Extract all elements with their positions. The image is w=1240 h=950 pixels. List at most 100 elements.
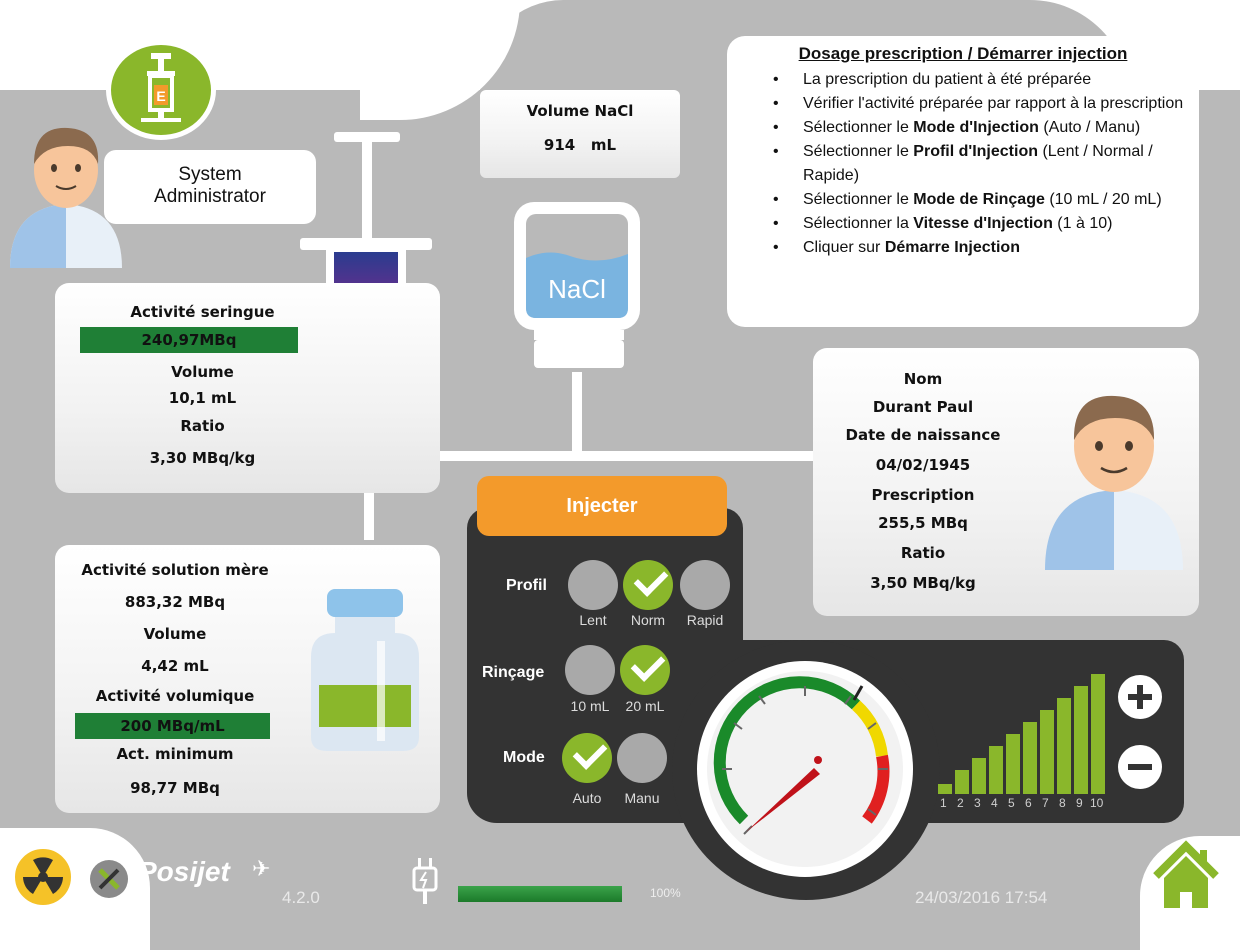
speed-bar[interactable] [972, 758, 986, 794]
speed-level-label: 10 [1090, 796, 1104, 810]
profile-label: Profil [506, 577, 547, 594]
speed-bars [938, 672, 1108, 794]
instructions-title: Dosage prescription / Démarrer injection [798, 44, 1128, 63]
instruction-text: (Auto / Manu) [1038, 119, 1141, 136]
instruction-item: Sélectionner le Mode de Rinçage (10 mL /… [769, 188, 1199, 212]
speed-level-label: 8 [1059, 796, 1066, 810]
speed-decrease-button[interactable] [1118, 745, 1162, 789]
speed-bar[interactable] [989, 746, 1003, 794]
mode-option-manu[interactable] [617, 733, 667, 783]
speed-increase-button[interactable] [1118, 675, 1162, 719]
syringe-activity-label: Activité seringue [130, 303, 275, 321]
speed-bar[interactable] [1057, 698, 1071, 794]
speed-level-label: 5 [1008, 796, 1015, 810]
rinse-option-20ml[interactable] [620, 645, 670, 695]
speed-gauge [692, 656, 918, 882]
settings-button[interactable] [90, 860, 128, 898]
profile-option-rapid-label: Rapid [686, 612, 724, 628]
instruction-text: (Lent / Normal / Rapide) [803, 143, 1153, 184]
mode-option-manu-label: Manu [624, 790, 660, 806]
instruction-text: Sélectionner la [803, 215, 914, 232]
speed-bar[interactable] [1074, 686, 1088, 794]
syringe-info-card: Activité seringue 240,97MBq Volume 10,1 … [55, 283, 440, 493]
profile-option-norm-label: Norm [630, 612, 666, 628]
patient-ratio-value: 3,50 MBq/kg [870, 574, 976, 592]
instruction-text: Sélectionner le [803, 191, 914, 208]
tools-icon [98, 868, 120, 890]
radiation-button[interactable] [12, 846, 74, 908]
instruction-item: Cliquer sur Démarre Injection [769, 236, 1199, 260]
instructions-panel: Dosage prescription / Démarrer injection… [727, 36, 1199, 327]
instruction-item: La prescription du patient à été préparé… [769, 68, 1199, 92]
inject-button[interactable]: Injecter [477, 476, 727, 536]
patient-name-label: Nom [903, 370, 943, 388]
patient-info-card: Nom Durant Paul Date de naissance 04/02/… [813, 348, 1199, 616]
user-name-line2: Administrator [154, 186, 266, 207]
instruction-text: Cliquer sur [803, 239, 885, 256]
power-progress-fill [458, 886, 622, 902]
syringe-app-icon[interactable]: E [106, 40, 216, 140]
patient-dob-value: 04/02/1945 [875, 456, 971, 474]
instruction-item: Sélectionner le Mode d'Injection (Auto /… [769, 116, 1199, 140]
stock-vol-activity-label: Activité volumique [95, 687, 255, 705]
instruction-text: (1 à 10) [1052, 215, 1113, 232]
stock-min-label: Act. minimum [116, 745, 234, 763]
speed-bar[interactable] [1006, 734, 1020, 794]
brand-logo: Posijet [138, 856, 230, 887]
speed-level-label: 7 [1042, 796, 1049, 810]
speed-level-label: 2 [957, 796, 964, 810]
stock-activity-label: Activité solution mère [81, 561, 269, 579]
stock-volume-label: Volume [143, 625, 207, 643]
mode-label: Mode [503, 749, 545, 766]
power-plug-icon [412, 858, 438, 906]
stock-min-value: 98,77 MBq [130, 779, 220, 797]
pipe-vertical-nacl [572, 372, 582, 456]
home-button[interactable] [1140, 836, 1240, 950]
instruction-item: Vérifier l'activité préparée par rapport… [769, 92, 1199, 116]
stock-vol-activity-value: 200 MBq/mL [75, 713, 270, 739]
speed-level-label: 1 [940, 796, 947, 810]
minus-icon [1128, 764, 1152, 770]
rinse-option-20ml-label: 20 mL [625, 698, 665, 714]
speed-level-label: 6 [1025, 796, 1032, 810]
syringe-ratio-label: Ratio [180, 417, 225, 435]
stock-solution-card: Activité solution mère 883,32 MBq Volume… [55, 545, 440, 813]
rinse-option-10ml-label: 10 mL [570, 698, 610, 714]
instruction-item: Sélectionner le Profil d'Injection (Lent… [769, 140, 1199, 188]
app-version: 4.2.0 [282, 888, 320, 907]
mode-option-auto[interactable] [562, 733, 612, 783]
speed-level-label: 4 [991, 796, 998, 810]
nacl-volume-card: Volume NaCl 914 mL [480, 90, 680, 178]
speed-bar[interactable] [1091, 674, 1105, 794]
syringe-activity-value: 240,97MBq [80, 327, 298, 353]
syringe-icon: E [141, 53, 181, 122]
instruction-bold: Mode d'Injection [913, 119, 1039, 136]
instruction-bold: Profil d'Injection [913, 143, 1038, 160]
speed-level-label: 3 [974, 796, 981, 810]
speed-bar[interactable] [955, 770, 969, 794]
instruction-bold: Démarre Injection [884, 239, 1020, 256]
inject-button-label: Injecter [566, 495, 638, 517]
patient-dob-label: Date de naissance [845, 426, 1001, 444]
speed-bar[interactable] [1040, 710, 1054, 794]
profile-option-norm[interactable] [623, 560, 673, 610]
user-avatar [6, 108, 126, 268]
radiation-icon [23, 857, 63, 894]
speed-bar[interactable] [1023, 722, 1037, 794]
profile-option-lent-label: Lent [579, 612, 607, 628]
profile-option-rapid[interactable] [680, 560, 730, 610]
speed-bar[interactable] [938, 784, 952, 794]
vial-icon [305, 585, 425, 755]
patient-name-value: Durant Paul [872, 398, 974, 416]
datetime: 24/03/2016 17:54 [915, 888, 1048, 907]
instruction-item: Sélectionner la Vitesse d'Injection (1 à… [769, 212, 1199, 236]
rinse-option-10ml[interactable] [565, 645, 615, 695]
instruction-bold: Mode de Rinçage [913, 191, 1045, 208]
instructions-list: La prescription du patient à été préparé… [769, 68, 1199, 260]
profile-option-lent[interactable] [568, 560, 618, 610]
nacl-volume-title: Volume NaCl [526, 102, 634, 120]
nacl-bag-label: NaCl [548, 274, 606, 304]
nacl-volume-value: 914 [543, 136, 576, 154]
speed-bar-numbers: 1 2 3 4 5 6 7 8 9 10 [938, 796, 1113, 812]
stock-activity-value: 883,32 MBq [124, 593, 226, 611]
